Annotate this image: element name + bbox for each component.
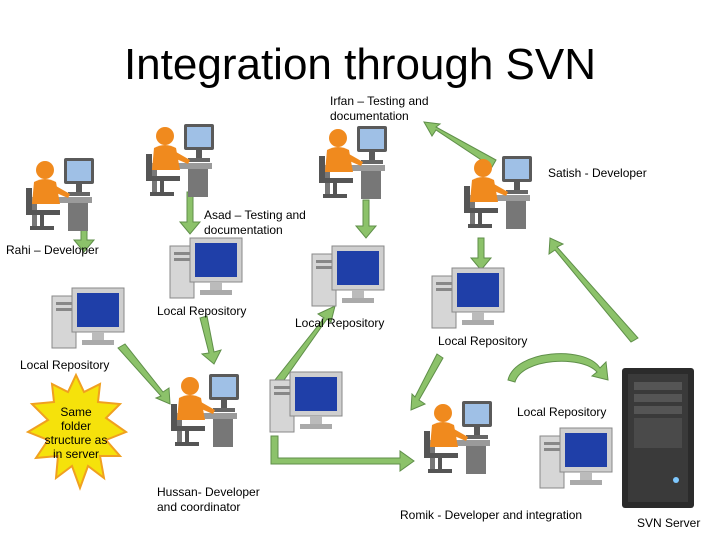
label-repo-rahi: Local Repository	[20, 358, 110, 372]
workstation-asad	[319, 126, 387, 199]
arrow-satish-repo-to-romik	[410, 353, 444, 411]
label-repo-irfan: Local Repository	[295, 316, 385, 330]
arrow-hussan-to-irfan-repo	[270, 305, 336, 391]
workstation-satish	[464, 156, 532, 229]
repo-satish	[431, 267, 505, 329]
callout-star	[25, 372, 129, 491]
label-svn-server: SVN Server	[637, 516, 701, 530]
repo-hussan	[269, 371, 343, 433]
label-rahi: Rahi – Developer	[6, 243, 99, 257]
label-irfan: Irfan – Testing and documentation	[330, 94, 429, 123]
label-repo-satish: Local Repository	[438, 334, 528, 348]
arrow-rahi-repo-to-hussan	[117, 343, 171, 405]
page-title: Integration through SVN	[123, 40, 597, 89]
workstation-irfan	[146, 124, 214, 197]
repo-asad	[169, 237, 243, 299]
arrow-asad-repo-to-hussan	[199, 315, 222, 365]
arrow-irfan-to-repo	[354, 199, 378, 239]
arrow-hussan-to-romik	[270, 435, 415, 472]
label-satish: Satish - Developer	[548, 166, 647, 180]
callout-text: Same folder structure as in server	[44, 405, 108, 461]
label-repo-asad: Local Repository	[157, 304, 247, 318]
workstation-hussan	[171, 374, 239, 447]
repo-rahi	[51, 287, 125, 349]
svn-server-icon	[622, 368, 694, 508]
arrow-repo-server-curve	[507, 353, 609, 383]
label-hussan: Hussan- Developer and coordinator	[157, 485, 260, 514]
label-romik: Romik - Developer and integration	[400, 508, 583, 522]
workstation-romik	[424, 401, 492, 474]
label-asad: Asad – Testing and documentation	[204, 208, 306, 237]
repo-romik	[539, 427, 613, 489]
arrow-server-to-satish	[548, 237, 639, 343]
workstation-rahi	[26, 158, 94, 231]
arrow-asad-to-repo	[178, 191, 202, 235]
repo-irfan	[311, 245, 385, 307]
label-repo-romik: Local Repository	[517, 405, 607, 419]
arrow-satish-to-repo	[469, 237, 493, 271]
sync-arrows	[72, 121, 639, 472]
